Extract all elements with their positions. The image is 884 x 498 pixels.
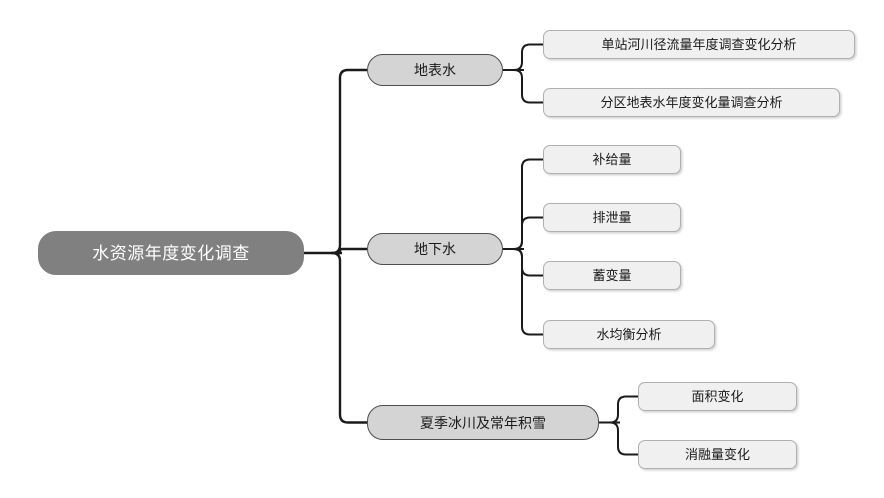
node-label: 分区地表水年度变化量调查分析 — [600, 95, 783, 110]
node-label: 消融量变化 — [684, 447, 750, 462]
connector-root-to-glacier-snow — [330, 251, 367, 424]
connector-surface-water-to-single-station-runoff — [513, 43, 543, 71]
leaf-node-ablation-change[interactable]: 消融量变化 — [638, 440, 797, 469]
branch-node-glacier-snow[interactable]: 夏季冰川及常年积雪 — [367, 405, 599, 440]
node-label: 蓄变量 — [592, 268, 632, 283]
branch-node-surface-water[interactable]: 地表水 — [367, 54, 503, 86]
leaf-node-water-balance[interactable]: 水均衡分析 — [543, 320, 715, 349]
node-label: 补给量 — [592, 152, 632, 167]
connector-root-to-groundwater — [336, 247, 367, 255]
connector-groundwater-to-recharge — [513, 158, 543, 250]
leaf-node-discharge[interactable]: 排泄量 — [543, 203, 681, 232]
node-label: 地表水 — [414, 62, 456, 78]
connector-glacier-snow-to-area-change — [609, 395, 638, 424]
branch-node-groundwater[interactable]: 地下水 — [367, 233, 503, 265]
node-label: 排泄量 — [592, 210, 632, 225]
node-label: 水资源年度变化调查 — [92, 243, 250, 263]
connector-groundwater-to-discharge — [513, 216, 543, 250]
leaf-node-storage-change[interactable]: 蓄变量 — [543, 261, 681, 290]
connector-root-to-surface-water — [330, 68, 367, 255]
connector-surface-water-to-zonal-surface-water — [513, 69, 543, 104]
leaf-node-area-change[interactable]: 面积变化 — [638, 382, 797, 411]
node-label: 单站河川径流量年度调查变化分析 — [601, 37, 797, 52]
connector-glacier-snow-to-ablation-change — [609, 421, 638, 456]
node-label: 面积变化 — [691, 389, 744, 404]
leaf-node-single-station-runoff[interactable]: 单站河川径流量年度调查变化分析 — [543, 30, 855, 59]
root-node[interactable]: 水资源年度变化调查 — [38, 231, 304, 275]
node-label: 地下水 — [414, 241, 456, 257]
leaf-node-recharge[interactable]: 补给量 — [543, 145, 681, 174]
leaf-node-zonal-surface-water[interactable]: 分区地表水年度变化量调查分析 — [543, 88, 840, 117]
node-label: 水均衡分析 — [596, 327, 662, 342]
node-label: 夏季冰川及常年积雪 — [420, 414, 546, 431]
connector-groundwater-to-storage-change — [513, 248, 543, 277]
connector-groundwater-to-water-balance — [513, 248, 543, 336]
